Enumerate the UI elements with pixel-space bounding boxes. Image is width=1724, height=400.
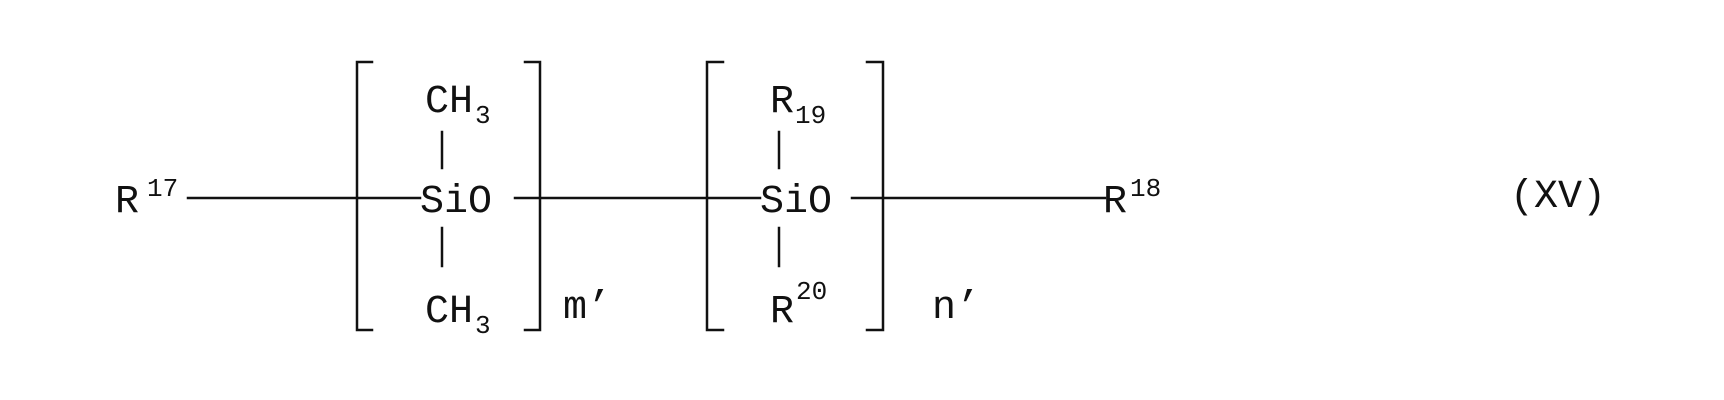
unit2-top-group: R (770, 80, 794, 125)
left-r-superscript: 17 (147, 174, 178, 204)
unit2-center-group: SiO (760, 180, 832, 225)
unit1-top-subscript: 3 (475, 101, 491, 131)
unit1-top-group: CH (425, 80, 473, 125)
unit2-top-subscript: 19 (795, 101, 826, 131)
right-r: R (1103, 180, 1127, 225)
bracket-right-unit1 (525, 62, 540, 330)
left-r: R (115, 180, 139, 225)
unit1-repeat-index: m’ (563, 286, 611, 331)
bracket-right-unit2 (867, 62, 883, 330)
unit2-bottom-superscript: 20 (796, 277, 827, 307)
unit2-repeat-index: n’ (932, 286, 980, 331)
unit1-center-group: SiO (420, 180, 492, 225)
right-r-superscript: 18 (1130, 174, 1161, 204)
formula-label: (XV) (1510, 175, 1606, 220)
unit2-bottom-group: R (770, 290, 794, 335)
bracket-left-unit1 (357, 62, 372, 330)
unit1-bottom-group: CH (425, 290, 473, 335)
unit1-bottom-subscript: 3 (475, 311, 491, 341)
bracket-left-unit2 (707, 62, 723, 330)
